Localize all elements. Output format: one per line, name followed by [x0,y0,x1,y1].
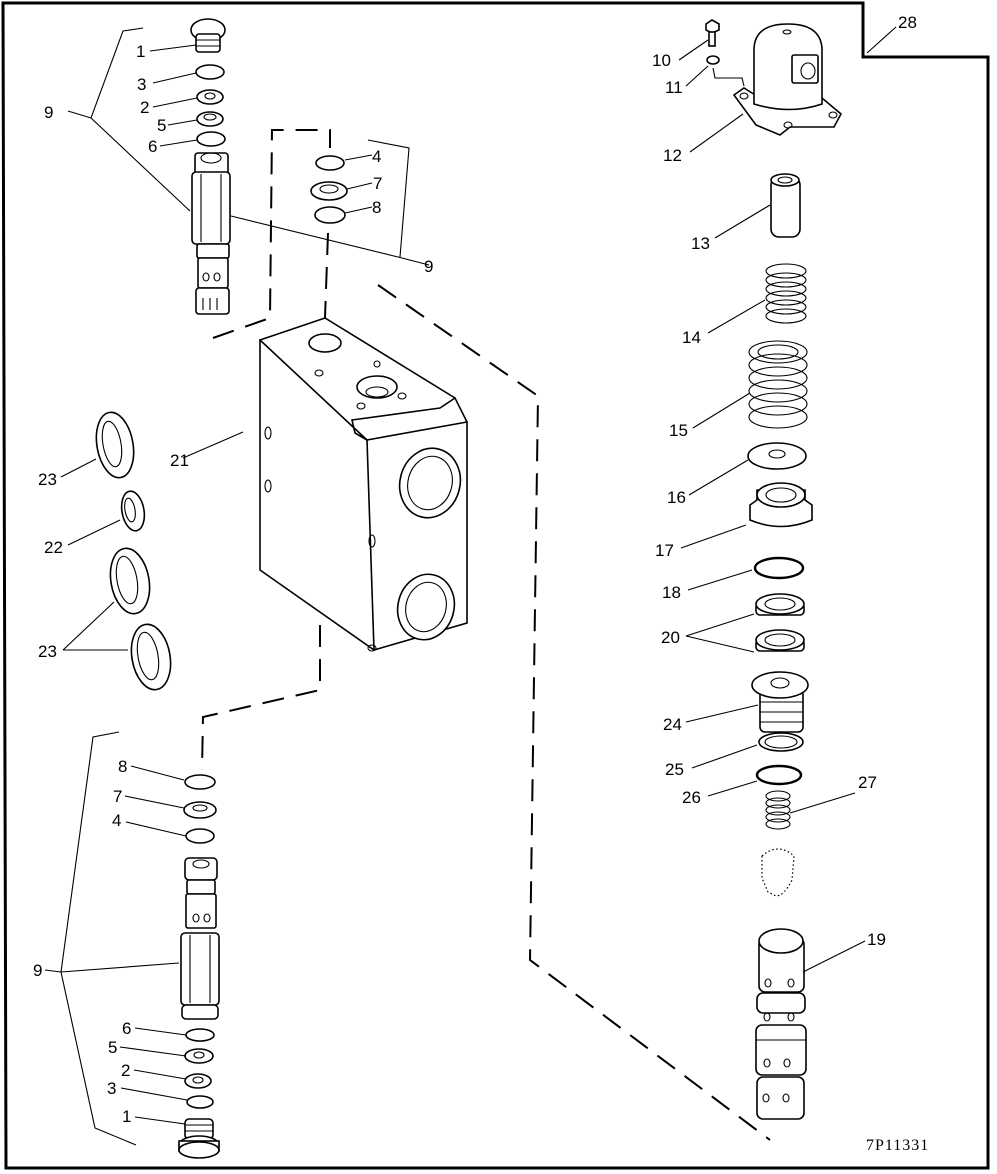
seal-ring-part [120,490,146,532]
callout-7: 7 [113,787,122,806]
callout-28: 28 [898,13,917,32]
dashed-assembly-line [201,625,321,771]
bolt-part [705,19,720,34]
callout-25: 25 [665,760,684,779]
callout-5: 5 [108,1038,117,1057]
callout-21: 21 [170,451,189,470]
o-ring-part [755,764,803,786]
callout-8: 8 [372,198,381,217]
spring-part [765,263,807,324]
cartridge-hex-body [191,171,231,245]
callout-7: 7 [373,174,382,193]
callout-17: 17 [655,541,674,560]
seal-washer-part [184,1073,212,1089]
o-ring-part [195,64,225,80]
callout-2: 2 [121,1061,130,1080]
callout-6: 6 [122,1019,131,1038]
callout-2: 2 [140,98,149,117]
o-ring-part [314,206,346,224]
brace-line [67,27,144,119]
callout-3: 3 [107,1079,116,1098]
seal-washer-part [196,111,224,127]
o-ring-part [196,131,226,147]
callout-22: 22 [44,538,63,557]
callout-3: 3 [137,75,146,94]
upper-cartridge-assembly [190,18,231,315]
callout-19: 19 [867,930,886,949]
o-ring-part [184,774,216,790]
o-ring-part [315,155,345,171]
spring-part [748,340,808,429]
seal-washer-part [196,89,224,105]
seal-ring-part [109,547,151,615]
lock-washer-part [706,55,720,65]
right-column-parts [705,19,843,1120]
solenoid-housing-part [753,23,823,111]
seal-ring-part [95,411,135,479]
callout-27: 27 [858,773,877,792]
callout-11: 11 [665,78,683,97]
plug-thread [195,33,221,53]
o-ring-part [185,1028,215,1042]
small-spring-part [765,790,791,830]
callout-16: 16 [667,488,686,507]
spool-part [755,928,807,1120]
callout-10: 10 [652,51,671,70]
seal-washer-part [184,1048,214,1064]
spring-seat-part [747,442,807,470]
callout-9: 9 [424,257,433,276]
callout-12: 12 [663,146,682,165]
callout-26: 26 [682,788,701,807]
callout-4: 4 [372,147,381,166]
callout-13: 13 [691,234,710,253]
o-ring-part [753,556,805,580]
backup-ring-part [310,181,348,201]
callout-14: 14 [682,328,701,347]
callout-1: 1 [136,42,145,61]
o-ring-part [185,828,215,844]
valve-body-part [259,317,468,652]
callout-20: 20 [661,628,680,647]
cartridge-hex-body [180,932,220,1006]
callout-9: 9 [33,961,42,980]
callout-4: 4 [112,811,121,830]
callout-15: 15 [669,421,688,440]
callout-5: 5 [157,116,166,135]
callout-23: 23 [38,642,57,661]
callout-18: 18 [662,583,681,602]
figure-id: 7P11331 [866,1137,929,1154]
callout-8: 8 [118,757,127,776]
o-ring-part [186,1095,214,1109]
callout-labels: 1 3 2 5 6 9 4 7 8 9 10 11 12 28 13 14 15… [33,13,917,1126]
dashed-assembly-line [377,284,771,1141]
seal-ring-part [130,623,172,691]
hidden-poppet-outline [761,848,795,897]
dashed-assembly-line [212,129,331,339]
lower-cartridge-assembly [178,774,220,1159]
callout-1: 1 [122,1107,131,1126]
callout-9: 9 [44,103,53,122]
callout-24: 24 [663,715,682,734]
callout-6: 6 [148,137,157,156]
callout-23: 23 [38,470,57,489]
seal-ring-group [95,411,172,691]
backup-ring-part [183,801,217,819]
